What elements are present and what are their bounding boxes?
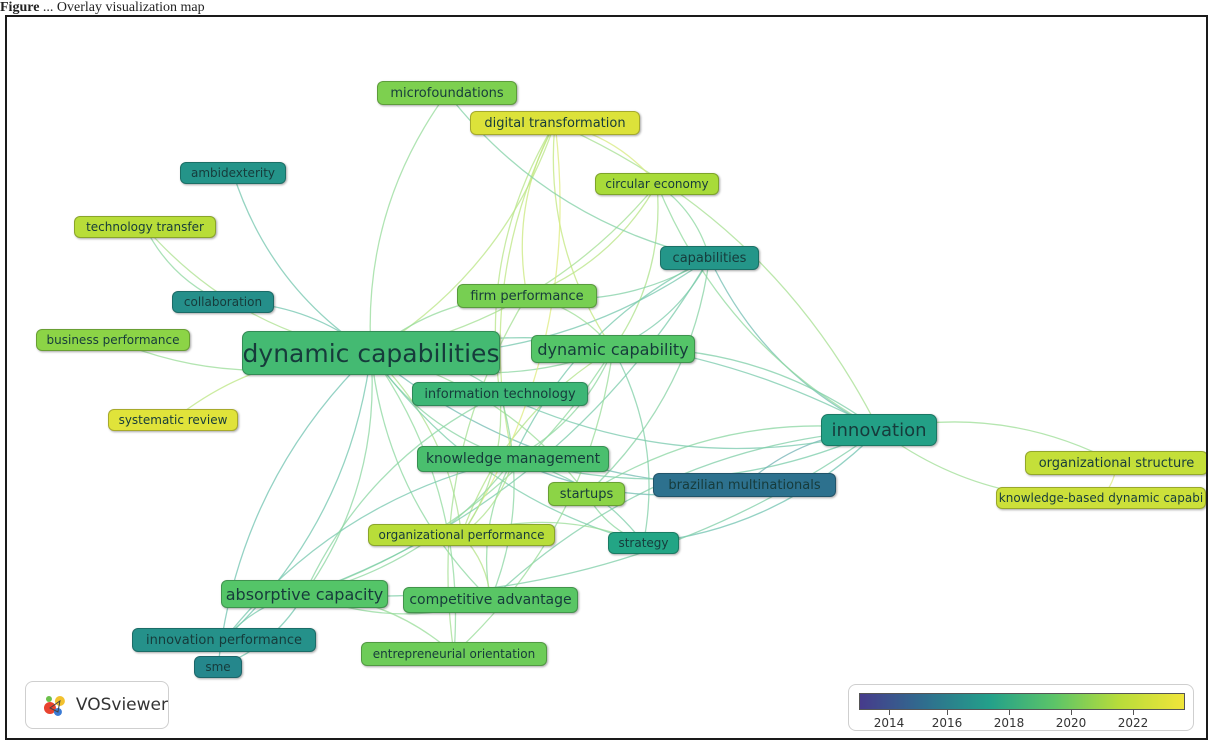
- node-collaboration[interactable]: collaboration: [172, 291, 274, 313]
- node-brazilian-multinationals[interactable]: brazilian multinationals: [653, 473, 836, 497]
- node-business-performance[interactable]: business performance: [36, 329, 190, 351]
- node-technology-transfer[interactable]: technology transfer: [74, 216, 216, 238]
- node-digital-transformation[interactable]: digital transformation: [470, 111, 640, 135]
- node-knowledge-management[interactable]: knowledge management: [417, 446, 609, 472]
- edge-dynamic_capabilities-ambidexterity: [232, 172, 372, 354]
- edge-innovation-digital_transformation: [554, 122, 880, 431]
- edge-dynamic_capability-digital_transformation: [552, 122, 614, 350]
- legend-tick-label: 2016: [931, 716, 963, 730]
- edge-firm_performance-circular_economy: [526, 183, 658, 297]
- edge-dynamic_capabilities-absorptive_capacity: [303, 352, 373, 595]
- node-innovation-performance[interactable]: innovation performance: [132, 628, 316, 652]
- vosviewer-logo: VOSviewer: [25, 681, 169, 729]
- node-organizational-performance[interactable]: organizational performance: [368, 524, 555, 546]
- edge-information_technology-competitive_advantage: [489, 393, 515, 601]
- node-sme[interactable]: sme: [194, 656, 242, 678]
- node-absorptive-capacity[interactable]: absorptive capacity: [221, 580, 388, 608]
- node-ambidexterity[interactable]: ambidexterity: [180, 162, 286, 184]
- legend-tick: [1071, 710, 1072, 715]
- edge-innovation-circular_economy: [656, 183, 880, 431]
- figure-caption: Figure ... Overlay visualization map: [0, 0, 205, 18]
- node-entrepreneurial-orientation[interactable]: entrepreneurial orientation: [361, 642, 547, 666]
- vosviewer-logo-text: VOSviewer: [75, 695, 168, 715]
- edge-information_technology-absorptive_capacity: [303, 393, 501, 595]
- node-organizational-structure[interactable]: organizational structure: [1025, 451, 1206, 475]
- node-microfoundations[interactable]: microfoundations: [377, 81, 517, 105]
- edge-dynamic_capability-strategy: [612, 348, 650, 544]
- edge-innovation-capabilities: [708, 257, 880, 431]
- year-color-legend: 2014 2016 2018 2020 2022: [848, 684, 1194, 731]
- network-canvas[interactable]: microfoundations digital transformation am…: [5, 15, 1208, 740]
- node-dynamic-capabilities[interactable]: dynamic capabilities: [242, 331, 500, 375]
- caption-text: ... Overlay visualization map: [39, 0, 205, 15]
- node-startups[interactable]: startups: [548, 482, 625, 506]
- edge-dynamic_capability-circular_economy: [612, 183, 659, 350]
- node-innovation[interactable]: innovation: [821, 414, 937, 446]
- legend-tick-label: 2022: [1117, 716, 1149, 730]
- legend-color-bar: [859, 693, 1185, 710]
- legend-tick: [1133, 710, 1134, 715]
- legend-tick: [1009, 710, 1010, 715]
- node-dynamic-capability[interactable]: dynamic capability: [531, 335, 695, 363]
- edge-entrepreneurial_orientation-dynamic_capability: [453, 348, 614, 655]
- node-knowledge-based-dc[interactable]: knowledge-based dynamic capabi: [996, 487, 1206, 509]
- edge-dynamic_capabilities-competitive_advantage: [370, 352, 491, 601]
- edge-dynamic_capability-organizational_performance: [460, 348, 614, 536]
- edge-dynamic_capabilities-digital_transformation: [370, 122, 556, 354]
- vosviewer-logo-icon: [43, 696, 65, 716]
- node-circular-economy[interactable]: circular economy: [595, 173, 719, 195]
- node-capabilities[interactable]: capabilities: [660, 246, 759, 270]
- edge-startups-capabilities: [586, 257, 711, 495]
- caption-prefix: Figure: [0, 0, 40, 15]
- edge-dynamic_capabilities-sme: [217, 352, 372, 668]
- edge-dynamic_capabilities-microfoundations: [369, 92, 448, 354]
- node-competitive-advantage[interactable]: competitive advantage: [403, 587, 578, 613]
- legend-tick-label: 2018: [993, 716, 1025, 730]
- node-strategy[interactable]: strategy: [608, 532, 679, 554]
- legend-tick-label: 2014: [873, 716, 905, 730]
- legend-tick: [947, 710, 948, 715]
- edge-digital_transformation-firm_performance: [521, 122, 556, 297]
- node-systematic-review[interactable]: systematic review: [108, 409, 238, 431]
- edge-dynamic_capabilities-circular_economy: [370, 183, 658, 354]
- node-information-technology[interactable]: information technology: [412, 382, 588, 406]
- legend-tick: [889, 710, 890, 715]
- edge-dynamic_capabilities-innovation_performance: [223, 352, 372, 641]
- node-firm-performance[interactable]: firm performance: [457, 284, 597, 308]
- legend-tick-label: 2020: [1055, 716, 1087, 730]
